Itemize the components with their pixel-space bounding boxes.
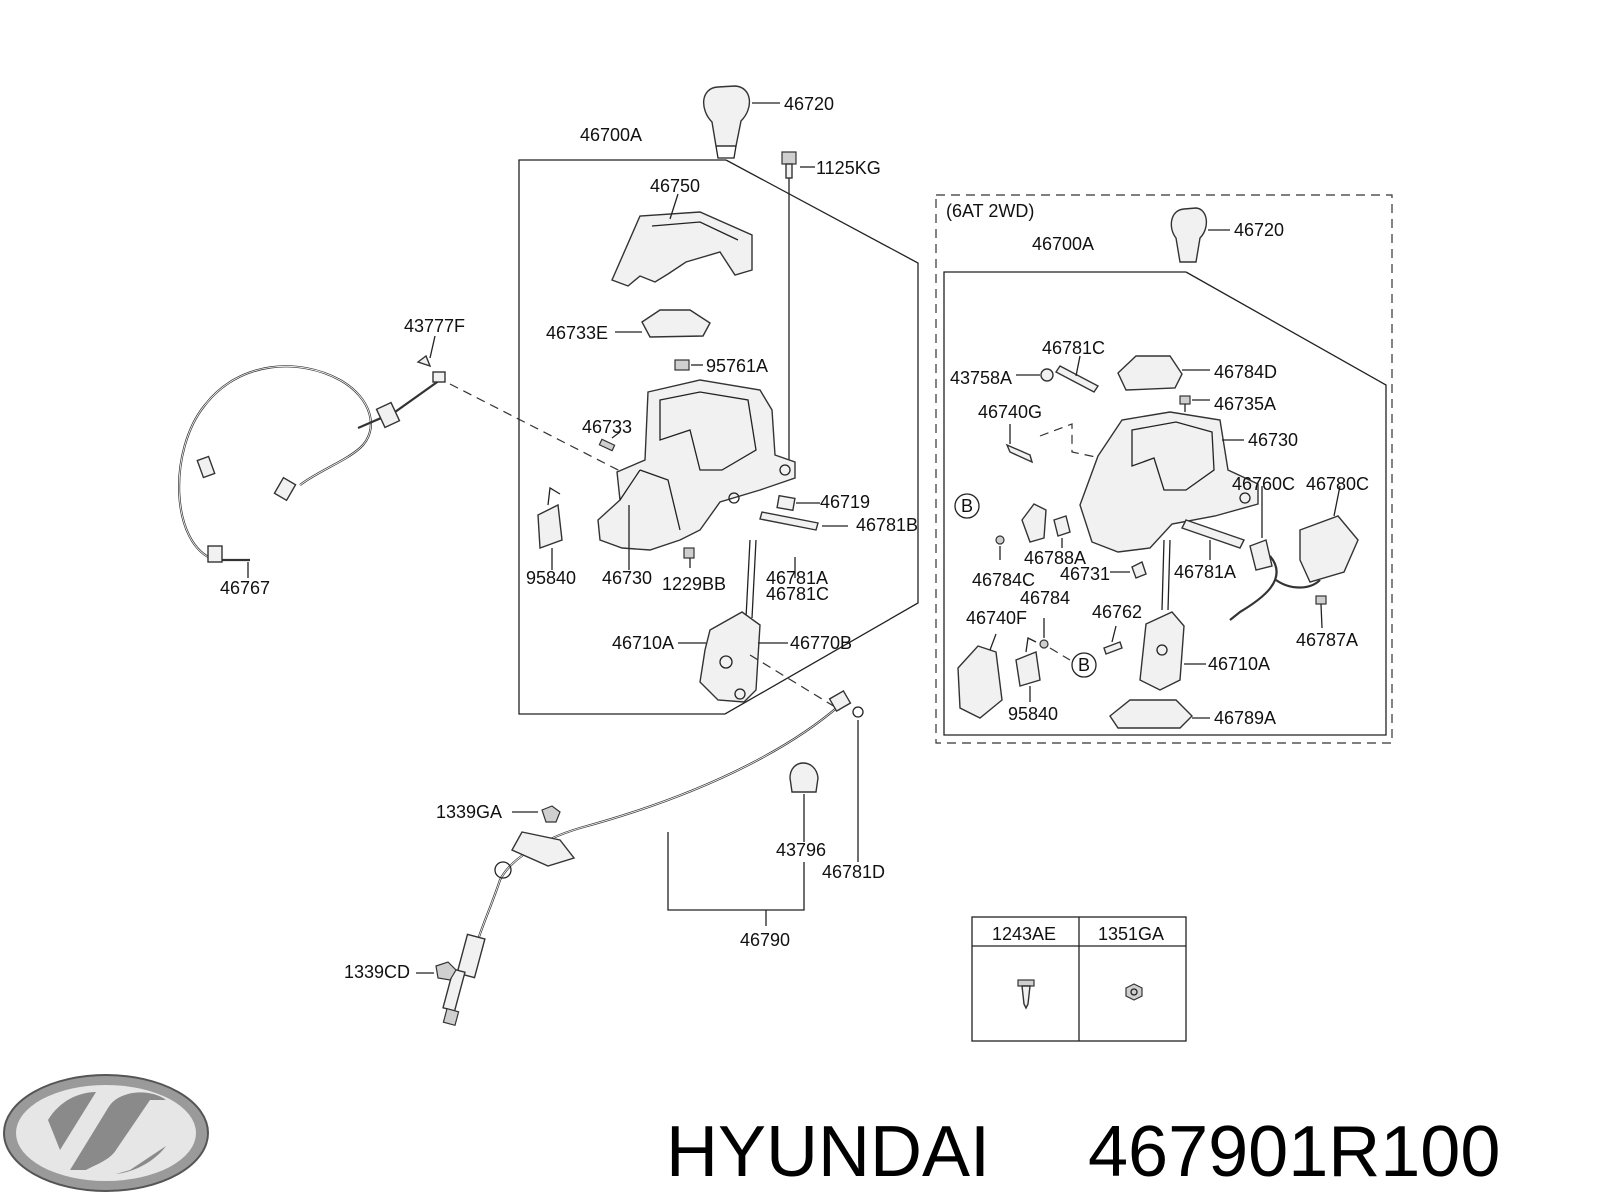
fastener-table (971, 916, 1187, 1042)
callout-46750: 46750 (650, 176, 700, 196)
callout-46781d: 46781D (822, 862, 885, 882)
callout-46770b: 46770B (790, 633, 852, 653)
labels-table: 1243AE 1351GA (992, 924, 1164, 944)
inset-callout-46762: 46762 (1092, 602, 1142, 622)
inset-callout-46720: 46720 (1234, 220, 1284, 240)
callout-43796: 43796 (776, 840, 826, 860)
pin-46733 (598, 431, 621, 452)
callout-1229bb: 1229BB (662, 574, 726, 594)
inset-callout-b-bottom: B (1078, 655, 1090, 675)
inset-callout-46788a: 46788A (1024, 548, 1086, 568)
callout-1339ga: 1339GA (436, 802, 502, 822)
inset-callout-46760c: 46760C (1232, 474, 1295, 494)
pin-46781b (759, 511, 848, 531)
inset-callout-43758a: 43758A (950, 368, 1012, 388)
callout-95840: 95840 (526, 568, 576, 588)
callout-46720: 46720 (784, 94, 834, 114)
callout-46790: 46790 (740, 930, 790, 950)
shift-knob (703, 85, 780, 159)
inset-callout-46730: 46730 (1248, 430, 1298, 450)
callout-46719: 46719 (820, 492, 870, 512)
callout-1339cd: 1339CD (344, 962, 410, 982)
callout-46781a: 46781A (766, 568, 828, 588)
bushing-46719 (776, 494, 820, 512)
callout-46781c: 46781C (766, 584, 829, 604)
brand-name: HYUNDAI (666, 1112, 990, 1192)
callout-43777f: 43777F (404, 316, 465, 336)
bolt-1125kg (781, 151, 815, 460)
callout-b-bottom (1071, 652, 1097, 678)
cable-46767 (177, 335, 446, 578)
inset-callout-46781a: 46781A (1174, 562, 1236, 582)
inset-6at-2wd (935, 194, 1393, 744)
shift-lever (678, 539, 796, 703)
labels-main: 46720 46700A 1125KG 46750 46733E 95761A … (220, 94, 918, 653)
inset-callout-46731: 46731 (1060, 564, 1110, 584)
slide-plate (615, 309, 711, 338)
callout-46767: 46767 (220, 578, 270, 598)
callout-46730: 46730 (602, 568, 652, 588)
inset-callout-46780c: 46780C (1306, 474, 1369, 494)
shift-housing (597, 379, 796, 570)
table-header-1243ae: 1243AE (992, 924, 1056, 944)
indicator-cover (611, 193, 753, 287)
callout-46733e: 46733E (546, 323, 608, 343)
nut-icon (1125, 983, 1143, 1001)
screw-icon (1017, 979, 1035, 1010)
table-header-1351ga: 1351GA (1098, 924, 1164, 944)
inset-callout-95840: 95840 (1008, 704, 1058, 724)
inset-callout-46784: 46784 (1020, 588, 1070, 608)
inset-callout-46740f: 46740F (966, 608, 1027, 628)
callout-46733: 46733 (582, 417, 632, 437)
callout-b-top (954, 493, 980, 519)
part-number: 467901R100 (1088, 1112, 1500, 1192)
variant-label: (6AT 2WD) (946, 201, 1034, 221)
inset-callout-46789a: 46789A (1214, 708, 1276, 728)
inset-callout-46787a: 46787A (1296, 630, 1358, 650)
callout-46710a: 46710A (612, 633, 674, 653)
inset-callout-46740g: 46740G (978, 402, 1042, 422)
inset-callout-46784d: 46784D (1214, 362, 1277, 382)
clip-95761a (674, 359, 703, 371)
hyundai-logo (3, 1074, 209, 1192)
callout-46700a: 46700A (580, 125, 642, 145)
callout-1125kg: 1125KG (816, 158, 881, 178)
labels-inset: (6AT 2WD) 46720 46700A 46781C 46784D 437… (946, 201, 1369, 728)
inset-callout-46710a: 46710A (1208, 654, 1270, 674)
main-assembly (449, 85, 919, 715)
footer: HYUNDAI 467901R100 (666, 1112, 1500, 1192)
callout-95761a: 95761A (706, 356, 768, 376)
labels-cable: 1339GA 43796 46781D 46790 1339CD (344, 802, 885, 982)
callout-46781b: 46781B (856, 515, 918, 535)
inset-callout-46784c: 46784C (972, 570, 1035, 590)
bolt-1229bb (683, 547, 695, 568)
switch-95840 (537, 486, 563, 570)
shift-cable (416, 689, 864, 1027)
inset-callout-b-top: B (961, 496, 973, 516)
inset-callout-46700a: 46700A (1032, 234, 1094, 254)
inset-callout-46781c: 46781C (1042, 338, 1105, 358)
inset-callout-46735a: 46735A (1214, 394, 1276, 414)
